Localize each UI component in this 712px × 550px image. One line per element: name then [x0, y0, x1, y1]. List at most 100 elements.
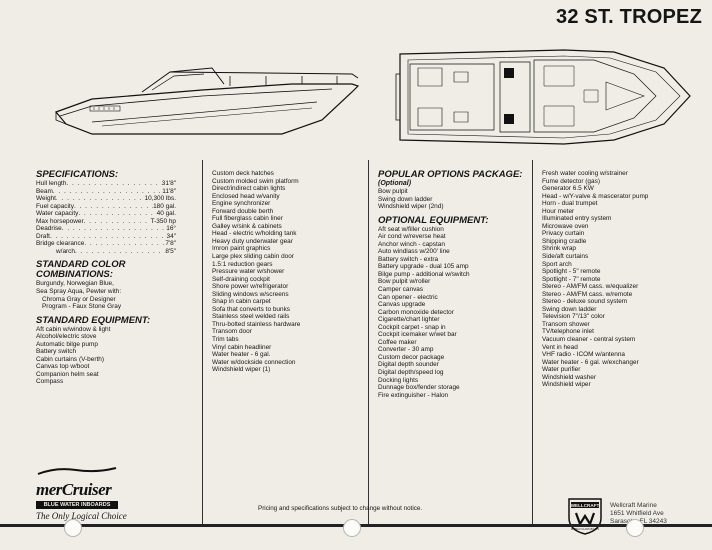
list-item: Bow pulpit	[378, 188, 408, 195]
list-item: Cabin curtains (V-berth)	[36, 355, 104, 363]
list-item: Air cond w/reverse heat	[378, 233, 446, 241]
list-item: Heavy duty underwater gear	[212, 237, 293, 245]
list-item: Custom deck hatches	[212, 170, 274, 177]
list-item: Carbon monoxide detector	[378, 308, 454, 316]
list-item: Horn - dual trumpet	[542, 200, 598, 208]
color-line: Chroma Gray or Designer	[42, 295, 116, 303]
spec-row: Weight10,300 lbs.	[36, 195, 176, 203]
spec-row: Fuel capacity180 gal.	[36, 203, 176, 211]
list-item: Large plex sliding cabin door	[212, 253, 294, 261]
spec-row: Deadrise16°	[36, 225, 176, 233]
list-item: Fume detector (gas)	[542, 177, 600, 185]
list-item: Hour meter	[542, 207, 575, 215]
list-item: Microwave oven	[542, 222, 589, 230]
list-item: Windshield washer	[542, 373, 597, 381]
column-divider	[532, 160, 533, 525]
boat-profile-drawing	[54, 67, 360, 135]
list-item: Coffee maker	[378, 338, 417, 346]
list-item: Sliding windows w/screens	[212, 290, 289, 298]
list-item: Spotlight - 7" remote	[542, 275, 601, 283]
wellcraft-emblem-icon: WELLCRAFT WORLD CLASS BOATS	[568, 498, 602, 535]
list-item: Battery upgrade - dual 105 amp	[378, 263, 469, 271]
list-item: Head - w/Y-valve & mascerator pump	[542, 192, 649, 200]
column-specifications: SPECIFICATIONS: Hull length31'8" Beam11'…	[36, 170, 186, 386]
emblem-motto: WORLD CLASS BOATS	[571, 527, 599, 531]
list-item: Water purifier	[542, 366, 581, 374]
list-item: Custom molded swim platform	[212, 177, 299, 185]
specifications-heading: SPECIFICATIONS:	[36, 169, 119, 180]
list-item: Forward double berth	[212, 207, 274, 215]
list-item: Canvas top w/boot	[36, 363, 90, 371]
binder-hole	[343, 519, 361, 537]
popular-options-heading: POPULAR OPTIONS PACKAGE:	[378, 169, 523, 180]
list-item: Dunnage box/fender storage	[378, 384, 460, 392]
list-item: Companion helm seat	[36, 370, 99, 378]
list-item: Auto windlass w/200' line	[378, 248, 450, 256]
list-item: Pressure water w/shower	[212, 268, 285, 276]
list-item: Water heater - 6 gal. w/exchanger	[542, 358, 639, 366]
list-item: Converter - 30 amp	[378, 346, 434, 354]
list-item: Custom decor package	[378, 353, 445, 361]
binder-hole	[626, 519, 644, 537]
list-item: Sport arch	[542, 260, 572, 268]
page-title: 32 ST. TROPEZ	[556, 6, 702, 28]
list-item: Swing down ladder	[378, 195, 433, 203]
spec-row: Hull length31'8"	[36, 180, 176, 188]
color-line: Burgundy, Norwegian Blue,	[36, 280, 114, 288]
list-item: Digital depth sounder	[378, 361, 439, 369]
list-item: Vinyl cabin headliner	[212, 343, 272, 351]
list-item: 1.5:1 reduction gears	[212, 260, 273, 268]
list-item: Imron paint graphics	[212, 245, 271, 253]
list-item: Fire extinguisher - Halon	[378, 391, 449, 399]
spec-row: Max horsepowerT-350 hp	[36, 218, 176, 226]
spec-row: Bridge clearance7'8"	[36, 240, 176, 248]
list-item: Windshield wiper	[542, 381, 591, 389]
binder-hole	[64, 519, 82, 537]
column-optional-equipment-continued: Fresh water cooling w/strainer Fume dete…	[542, 170, 702, 389]
list-item: Battery switch - extra	[378, 255, 439, 263]
list-item: Galley w/sink & cabinets	[212, 222, 282, 230]
address-line: 1651 Whitfield Ave	[610, 510, 664, 517]
list-item: Transom door	[212, 328, 252, 336]
list-item: Automatic bilge pump	[36, 340, 98, 348]
list-item: Snap in cabin carpet	[212, 298, 271, 306]
list-item: Full fiberglass cabin liner	[212, 215, 283, 223]
list-item: Anchor winch - capstan	[378, 240, 445, 248]
list-item: Cigarette/chart lighter	[378, 316, 440, 324]
emblem-brand: WELLCRAFT	[571, 503, 600, 508]
address-line: Wellcraft Marine	[610, 502, 657, 509]
list-item: Docking lights	[378, 376, 419, 384]
optional-equipment-heading: OPTIONAL EQUIPMENT:	[378, 214, 489, 226]
list-item: Bilge pump - additional w/switch	[378, 270, 470, 278]
list-item: Compass	[36, 378, 64, 386]
list-item: TV/telephone inlet	[542, 328, 594, 336]
mercruiser-tagline: The Only Logical Choice	[36, 511, 127, 521]
standard-colors-heading: STANDARD COLOR COMBINATIONS:	[36, 259, 126, 281]
list-item: Enclosed head w/vanity	[212, 192, 280, 200]
list-item: Privacy curtain	[542, 230, 585, 238]
color-line: Program - Faux Stone Gray	[42, 303, 122, 311]
list-item: VHF radio - ICOM w/antenna	[542, 351, 626, 359]
spec-row: Water capacity40 gal.	[36, 210, 176, 218]
column-divider	[202, 160, 203, 525]
column-divider	[368, 160, 369, 525]
list-item: Fresh water cooling w/strainer	[542, 170, 628, 177]
list-item: Vent in head	[542, 343, 578, 351]
list-item: Battery switch	[36, 348, 77, 356]
mercruiser-logo: merCruiser BLUE WATER INBOARDS The Only …	[36, 462, 166, 521]
list-item: Transom shower	[542, 320, 590, 328]
list-item: Shore power w/refrigerator	[212, 283, 289, 291]
standard-equipment-heading: STANDARD EQUIPMENT:	[36, 314, 151, 326]
list-item: Bow pulpit w/roller	[378, 278, 431, 286]
list-item: Side/aft curtains	[542, 253, 589, 261]
column-standard-equipment-continued: Custom deck hatches Custom molded swim p…	[212, 170, 362, 374]
list-item: Vacuum cleaner - central system	[542, 336, 636, 344]
list-item: Aft cabin w/window & light	[36, 325, 111, 333]
list-item: Stereo - AM/FM cass. w/remote	[542, 290, 633, 298]
list-item: Illuminated entry system	[542, 215, 612, 223]
list-item: Canvas upgrade	[378, 301, 426, 309]
list-item: Digital depth/speed log	[378, 369, 444, 377]
list-item: Shipping cradle	[542, 237, 587, 245]
list-item: Cockpit icemaker w/wet bar	[378, 331, 457, 339]
